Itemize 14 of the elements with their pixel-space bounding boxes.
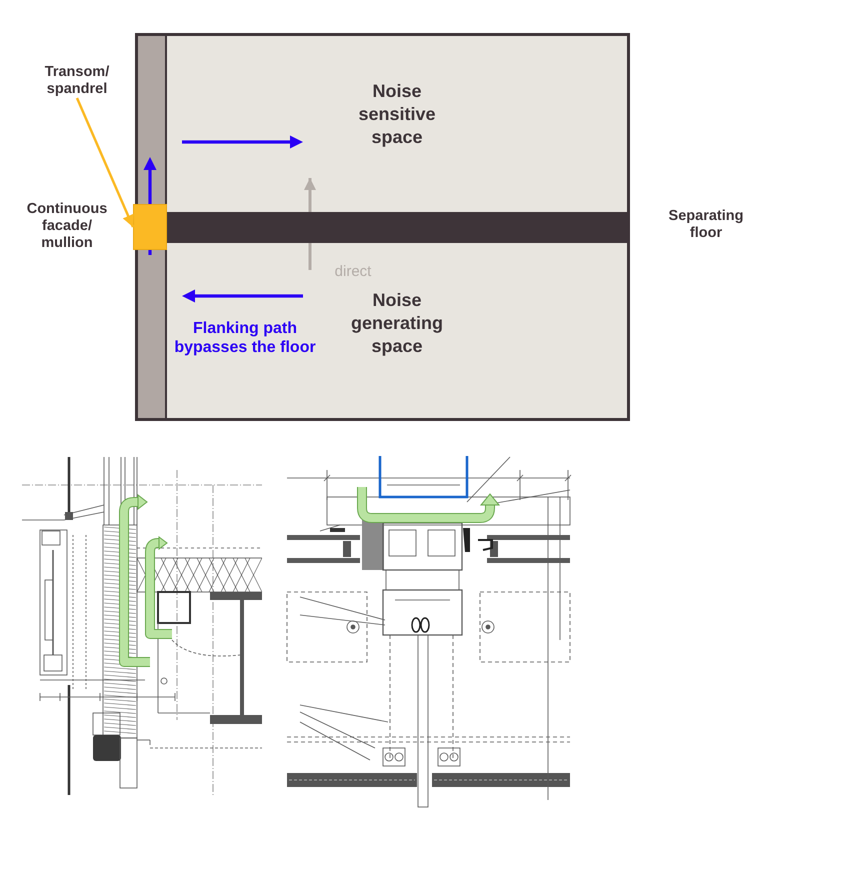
arrow [304,178,316,212]
connector-line [308,243,312,270]
room-label: Noise generating space [350,289,444,358]
room-label: Noise sensitive space [357,80,437,149]
room-area [165,33,630,212]
part-label: Continuous facade/ mullion [26,201,108,252]
edge-label: direct [334,263,372,281]
floor-slab [165,212,630,243]
part-label: Transom/ spandrel [44,64,110,98]
transom-block [133,204,167,250]
part-label: Separating floor [668,208,744,242]
path-label: Flanking path bypasses the floor [173,319,317,357]
room-area [165,243,630,421]
leader-line [76,98,134,228]
